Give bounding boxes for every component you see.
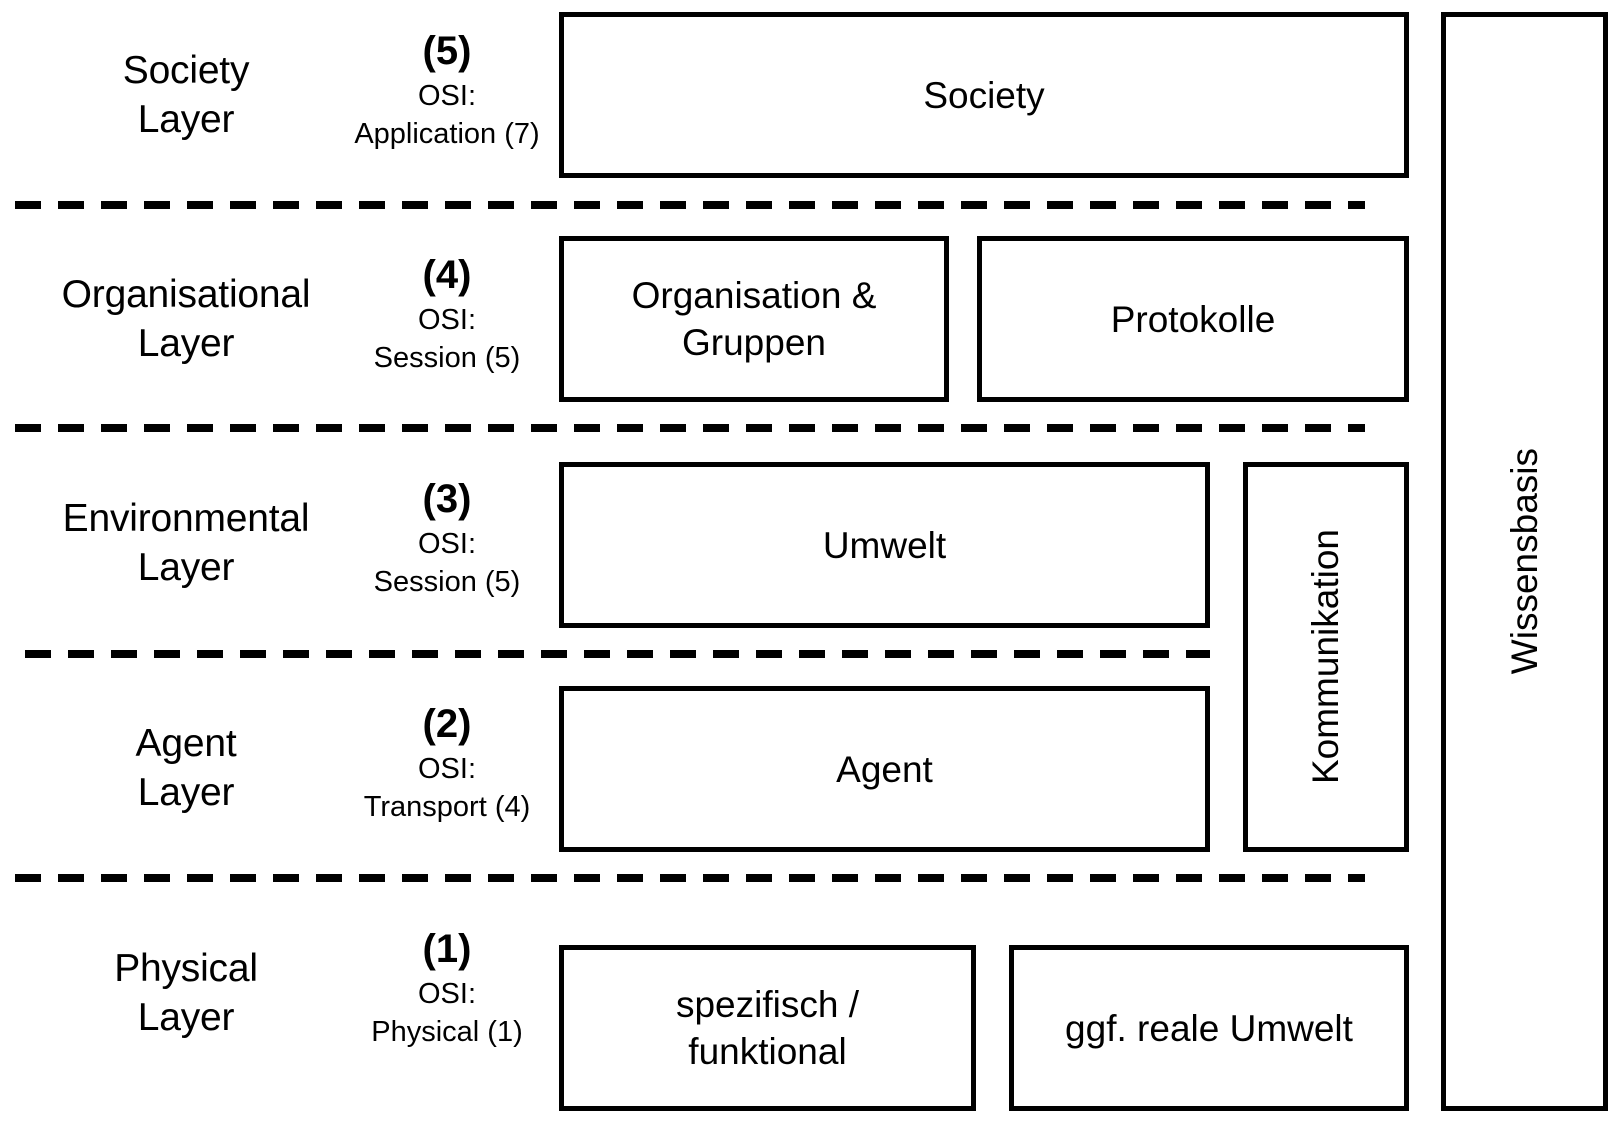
box-protokolle-label: Protokolle [1110, 298, 1276, 340]
box-spezifisch-funktional-line1: spezifisch / [675, 984, 859, 1025]
layer-label-physical-line1: Physical [114, 947, 258, 990]
layer-number-1: (1) [422, 927, 472, 971]
osi-value-organisational: Session (5) [373, 342, 521, 374]
layer-number-2: (2) [422, 702, 472, 746]
layer-divider-agent-physical [15, 874, 1365, 882]
osi-value-agent: Transport (4) [363, 791, 531, 823]
osi-label-environmental: OSI: [417, 528, 476, 560]
osi-value-environmental: Session (5) [373, 566, 521, 598]
box-spezifisch-funktional-line2: funktional [688, 1031, 847, 1072]
layer-label-environmental: Environmental Layer [6, 494, 366, 592]
layer-divider-organisational-environmental [15, 424, 1365, 432]
layer-label-organisational: Organisational Layer [6, 270, 366, 368]
box-ggf-reale-umwelt-label: ggf. reale Umwelt [1065, 1007, 1353, 1049]
box-wissensbasis-label: Wissensbasis [1503, 448, 1545, 675]
box-spezifisch-funktional-label: spezifisch / funktional [668, 981, 867, 1075]
osi-label-physical: OSI: [417, 978, 476, 1010]
box-organisation-gruppen-line2: Gruppen [682, 322, 826, 363]
osi-label-society: OSI: [417, 80, 476, 112]
layer-label-agent-line1: Agent [135, 722, 237, 765]
osi-value-physical: Physical (1) [371, 1016, 523, 1048]
osi-block-society: (5) OSI: Application (7) [336, 28, 558, 153]
box-society-label: Society [923, 74, 1045, 116]
box-organisation-gruppen[interactable]: Organisation & Gruppen [559, 236, 949, 402]
layer-divider-environmental-agent [25, 650, 1210, 658]
osi-block-physical: (1) OSI: Physical (1) [336, 926, 558, 1051]
layer-label-organisational-line1: Organisational [61, 273, 311, 316]
osi-block-organisational: (4) OSI: Session (5) [336, 252, 558, 377]
osi-label-organisational: OSI: [417, 304, 476, 336]
box-umwelt[interactable]: Umwelt [559, 462, 1210, 628]
osi-value-society: Application (7) [354, 118, 540, 150]
layer-label-agent-line2: Layer [137, 771, 235, 814]
layer-number-4: (4) [422, 253, 472, 297]
layer-label-physical: Physical Layer [6, 944, 366, 1042]
box-kommunikation-label: Kommunikation [1305, 529, 1346, 785]
osi-block-agent: (2) OSI: Transport (4) [336, 701, 558, 826]
box-wissensbasis[interactable]: Wissensbasis [1441, 12, 1608, 1111]
layer-divider-society-organisational [15, 201, 1365, 209]
box-organisation-gruppen-line1: Organisation & [631, 275, 877, 316]
box-organisation-gruppen-label: Organisation & Gruppen [624, 272, 885, 366]
layer-label-environmental-line2: Layer [137, 546, 235, 589]
layer-number-5: (5) [422, 29, 472, 73]
osi-block-environmental: (3) OSI: Session (5) [336, 476, 558, 601]
layer-label-physical-line2: Layer [137, 996, 235, 1039]
osi-label-agent: OSI: [417, 753, 476, 785]
box-agent[interactable]: Agent [559, 686, 1210, 852]
box-agent-label: Agent [836, 748, 933, 790]
box-spezifisch-funktional[interactable]: spezifisch / funktional [559, 945, 976, 1111]
layer-number-3: (3) [422, 477, 472, 521]
layer-label-agent: Agent Layer [6, 719, 366, 817]
layer-label-environmental-line1: Environmental [62, 497, 310, 540]
box-kommunikation[interactable]: Kommunikation [1243, 462, 1409, 852]
layer-label-organisational-line2: Layer [137, 322, 235, 365]
box-protokolle[interactable]: Protokolle [977, 236, 1409, 402]
layer-label-society: Society Layer [6, 46, 366, 144]
layer-label-society-line2: Layer [137, 98, 235, 141]
box-ggf-reale-umwelt[interactable]: ggf. reale Umwelt [1009, 945, 1409, 1111]
box-society[interactable]: Society [559, 12, 1409, 178]
layer-label-society-line1: Society [122, 49, 250, 92]
box-umwelt-label: Umwelt [822, 524, 947, 566]
